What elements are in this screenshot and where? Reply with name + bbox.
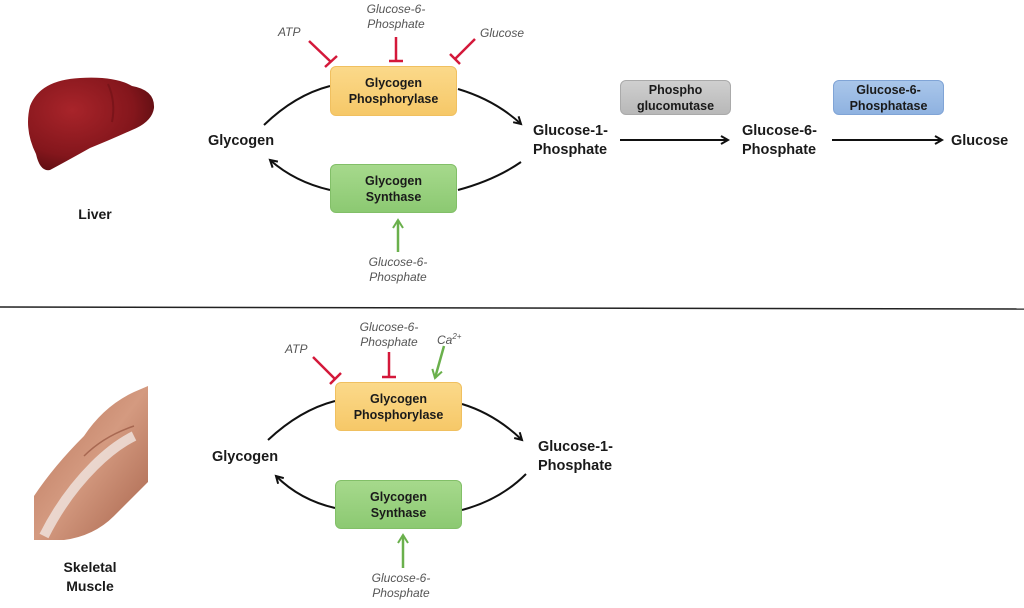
liver-regulator-atp: ATP <box>278 25 301 39</box>
phosphoglucomutase: Phospho glucomutase <box>620 80 731 115</box>
liver-inhibit-g6p <box>389 37 403 63</box>
muscle-label: Skeletal Muscle <box>63 559 117 594</box>
muscle-arrow-glycogen-to-phosphorylase <box>267 400 336 441</box>
liver-icon <box>28 77 155 171</box>
liver-inhibit-atp <box>308 40 338 68</box>
liver-glycogen: Glycogen <box>208 133 275 149</box>
liver-regulator-g6p-inhibitor: Glucose-6- Phosphate <box>366 2 426 31</box>
muscle-inhibit-atp <box>312 356 342 385</box>
muscle-arrow-synthase-to-glycogen <box>276 476 336 509</box>
liver-regulator-g6p-activator: Glucose-6- Phosphate <box>368 255 428 284</box>
muscle-glucose-1-phosphate: Glucose-1- Phosphate <box>538 439 613 474</box>
muscle-regulator-calcium: Ca2+ <box>437 332 462 347</box>
liver-glucose: Glucose <box>951 133 1009 149</box>
liver-arrow-synthase-to-glycogen <box>270 160 331 191</box>
liver-glycogen-synthase: Glycogen Synthase <box>330 164 457 213</box>
muscle-regulator-atp: ATP <box>285 342 308 356</box>
muscle-inhibit-g6p <box>382 352 396 379</box>
liver-glucose-1-phosphate: Glucose-1- Phosphate <box>533 123 608 158</box>
panel-divider <box>0 306 1024 310</box>
muscle-regulator-g6p-inhibitor: Glucose-6- Phosphate <box>359 320 419 349</box>
muscle-arrow-phosphorylase-to-g1p <box>461 403 522 440</box>
liver-arrow-g1p-to-synthase <box>457 161 522 191</box>
muscle-regulator-g6p-activator: Glucose-6- Phosphate <box>371 571 431 600</box>
muscle-glycogen: Glycogen <box>212 449 279 465</box>
liver-arrow-glycogen-to-phosphorylase <box>263 85 331 126</box>
liver-glucose-6-phosphate: Glucose-6- Phosphate <box>742 123 817 158</box>
muscle-arrow-g1p-to-synthase <box>461 473 527 511</box>
liver-inhibit-glucose <box>449 38 476 65</box>
liver-regulator-glucose: Glucose <box>480 26 525 40</box>
muscle-activate-ca <box>431 345 446 380</box>
muscle-glycogen-phosphorylase: Glycogen Phosphorylase <box>335 382 462 431</box>
liver-label: Liver <box>78 206 112 222</box>
muscle-glycogen-synthase: Glycogen Synthase <box>335 480 462 529</box>
muscle-icon <box>34 386 148 540</box>
liver-arrow-phosphorylase-to-g1p <box>457 88 521 124</box>
liver-glycogen-phosphorylase: Glycogen Phosphorylase <box>330 66 457 116</box>
glucose-6-phosphatase: Glucose-6- Phosphatase <box>833 80 944 115</box>
